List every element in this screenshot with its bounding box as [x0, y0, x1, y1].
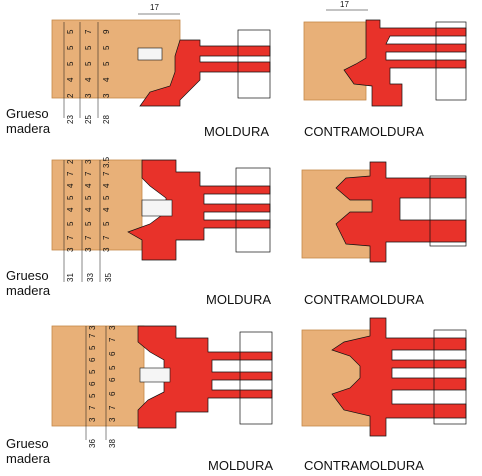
r2-col2-v8: 3: [84, 159, 93, 164]
r2-col1-v6: 4: [66, 183, 75, 188]
madera-word: madera: [6, 283, 51, 298]
thickness-36: 36: [88, 439, 97, 448]
r1-col1-v5: 5: [66, 29, 75, 34]
r2-col3-v1: 3: [102, 247, 111, 252]
r3-col1-v6: 6: [88, 357, 97, 362]
r2-col3-v2: 7: [102, 235, 111, 240]
r2-col2-v3: 5: [84, 221, 93, 226]
grueso-word: Grueso: [6, 106, 49, 121]
r1-col2-v4: 5: [84, 45, 93, 50]
grueso-label-row2: Grueso madera: [6, 268, 50, 298]
dimension-17-row1: 17: [150, 3, 159, 12]
thickness-25: 25: [84, 115, 93, 124]
r1-col3-v5: 9: [102, 29, 111, 34]
r2-col2-v6: 4: [84, 183, 93, 188]
row2-tenon: [141, 199, 173, 217]
r3-col1-v7: 5: [88, 345, 97, 350]
r1-col1-v3: 5: [66, 61, 75, 66]
r3-col1-v4: 6: [88, 381, 97, 386]
thickness-35: 35: [104, 273, 113, 282]
row2-moldura-wood: [51, 159, 143, 251]
r3-col1-v5: 5: [88, 369, 97, 374]
r3-col1-v9: 3: [88, 325, 97, 330]
r3-col2-v1: 3: [108, 417, 117, 422]
thickness-31: 31: [66, 273, 75, 282]
row1-moldura-cutter: [139, 29, 271, 107]
r1-col1-v4: 5: [66, 45, 75, 50]
row3-moldura-cutter: [137, 325, 273, 429]
moldura-label-row2: MOLDURA: [206, 292, 272, 307]
r2-col3-v7: 7: [102, 171, 111, 176]
moldura-label-row1: MOLDURA: [204, 124, 270, 139]
thickness-28: 28: [102, 115, 111, 124]
contramoldura-label-row2: CONTRAMOLDURA: [304, 292, 424, 307]
thickness-33: 33: [86, 273, 95, 282]
grueso-word: Grueso: [6, 268, 49, 283]
r3-col1-v3: 5: [88, 393, 97, 398]
r3-col2-v5: 5: [108, 365, 117, 370]
r3-col2-v4: 6: [108, 377, 117, 382]
grueso-label-row1: Grueso madera: [6, 106, 50, 136]
r1-col1-v2: 4: [66, 77, 75, 82]
r1-col3-v4: 5: [102, 45, 111, 50]
r2-col1-v8: 2: [66, 159, 75, 164]
r2-col2-v1: 3: [84, 247, 93, 252]
row1-tenon: [137, 47, 163, 61]
r1-col3-v1: 3: [102, 93, 111, 98]
madera-word: madera: [6, 121, 51, 136]
thickness-23: 23: [66, 115, 75, 124]
row2-moldura-cutter: [127, 159, 271, 261]
r3-col2-v2: 7: [108, 405, 117, 410]
r3-col2-v8: 3: [108, 325, 117, 330]
r2-col2-v5: 5: [84, 195, 93, 200]
r3-col1-v8: 7: [88, 333, 97, 338]
r2-col2-v7: 7: [84, 171, 93, 176]
thickness-38: 38: [108, 439, 117, 448]
r2-col1-v5: 5: [66, 195, 75, 200]
r2-col3-v3: 5: [102, 221, 111, 226]
r2-col1-v7: 7: [66, 171, 75, 176]
r1-col2-v2: 4: [84, 77, 93, 82]
dimension-17-row1-contra: 17: [340, 0, 349, 9]
r1-col3-v2: 4: [102, 77, 111, 82]
r3-col2-v6: 6: [108, 351, 117, 356]
r3-col2-v7: 7: [108, 337, 117, 342]
r1-col2-v5: 7: [84, 29, 93, 34]
r1-col1-v1: 2: [66, 93, 75, 98]
r3-col1-v1: 3: [88, 417, 97, 422]
row1-contra-cutter: [343, 19, 467, 107]
r3-col2-v3: 6: [108, 391, 117, 396]
r2-col3-v6: 4: [102, 183, 111, 188]
r2-col3-v5: 5: [102, 195, 111, 200]
grueso-label-row3: Grueso madera: [6, 436, 50, 466]
r3-col1-v2: 7: [88, 405, 97, 410]
row1-contra-wood: [303, 21, 367, 101]
r1-col2-v3: 5: [84, 61, 93, 66]
contramoldura-label-row3: CONTRAMOLDURA: [304, 458, 424, 473]
row3-contra-cutter: [331, 317, 467, 437]
r1-col2-v1: 3: [84, 93, 93, 98]
r2-col1-v3: 5: [66, 221, 75, 226]
grueso-word: Grueso: [6, 436, 49, 451]
moldura-label-row3: MOLDURA: [208, 458, 274, 473]
r2-col1-v1: 3: [66, 247, 75, 252]
r1-col3-v3: 5: [102, 61, 111, 66]
r2-col3-v8: 3.5: [102, 156, 111, 168]
r2-col1-v2: 7: [66, 235, 75, 240]
madera-word: madera: [6, 451, 51, 466]
r2-col2-v2: 7: [84, 235, 93, 240]
r2-col3-v4: 4: [102, 207, 111, 212]
r2-col1-v4: 4: [66, 207, 75, 212]
row2-contra-cutter: [335, 161, 467, 263]
contramoldura-label-row1: CONTRAMOLDURA: [304, 124, 424, 139]
row3-moldura-wood: [51, 325, 145, 427]
r2-col2-v4: 4: [84, 207, 93, 212]
row3-tenon: [139, 367, 171, 383]
